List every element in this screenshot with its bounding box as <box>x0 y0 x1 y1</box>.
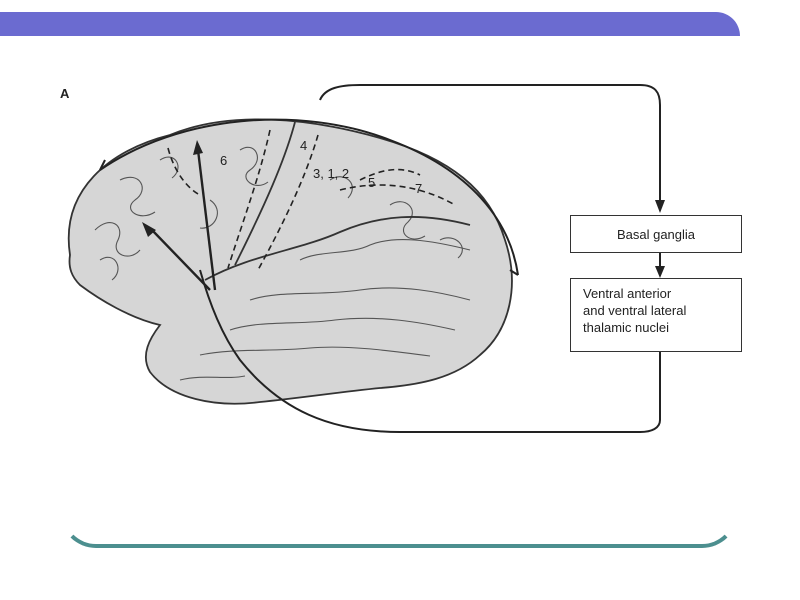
arrowhead-area-6 <box>193 140 203 155</box>
arrowhead-thalamic <box>655 266 665 278</box>
lateral-sulcus <box>204 216 471 281</box>
area-3-1-2-label: 3, 1, 2 <box>313 166 349 181</box>
title-bar <box>0 12 740 36</box>
central-sulcus <box>234 121 296 266</box>
thalamic-line-3: thalamic nuclei <box>583 320 669 335</box>
area-4-label: 4 <box>300 138 307 153</box>
area-6-label: 6 <box>220 153 227 168</box>
thalamic-line-1: Ventral anterior <box>583 286 672 301</box>
projection-to-prefrontal <box>151 229 211 291</box>
basal-ganglia-label: Basal ganglia <box>616 226 696 242</box>
cortex-bracket <box>99 118 519 276</box>
area-7-label: 7 <box>415 181 422 196</box>
brain-gyri <box>94 146 471 381</box>
cortex-to-basal-ganglia-path <box>319 84 661 205</box>
area-boundaries <box>167 129 456 271</box>
basal-ganglia-box: Basal ganglia <box>570 215 742 253</box>
thalamic-line-2: and ventral lateral <box>583 303 687 318</box>
brain-outline <box>67 118 513 405</box>
bottom-accent-curve <box>60 486 738 548</box>
area-5-label: 5 <box>368 175 375 190</box>
arrowhead-prefrontal <box>142 222 156 237</box>
figure-label: A <box>60 86 70 101</box>
thalamus-return-path <box>199 269 661 433</box>
projection-to-area-6 <box>196 149 217 291</box>
arrowhead-basal-ganglia <box>655 200 665 213</box>
thalamic-nuclei-box: Ventral anterior and ventral lateral tha… <box>570 278 742 352</box>
